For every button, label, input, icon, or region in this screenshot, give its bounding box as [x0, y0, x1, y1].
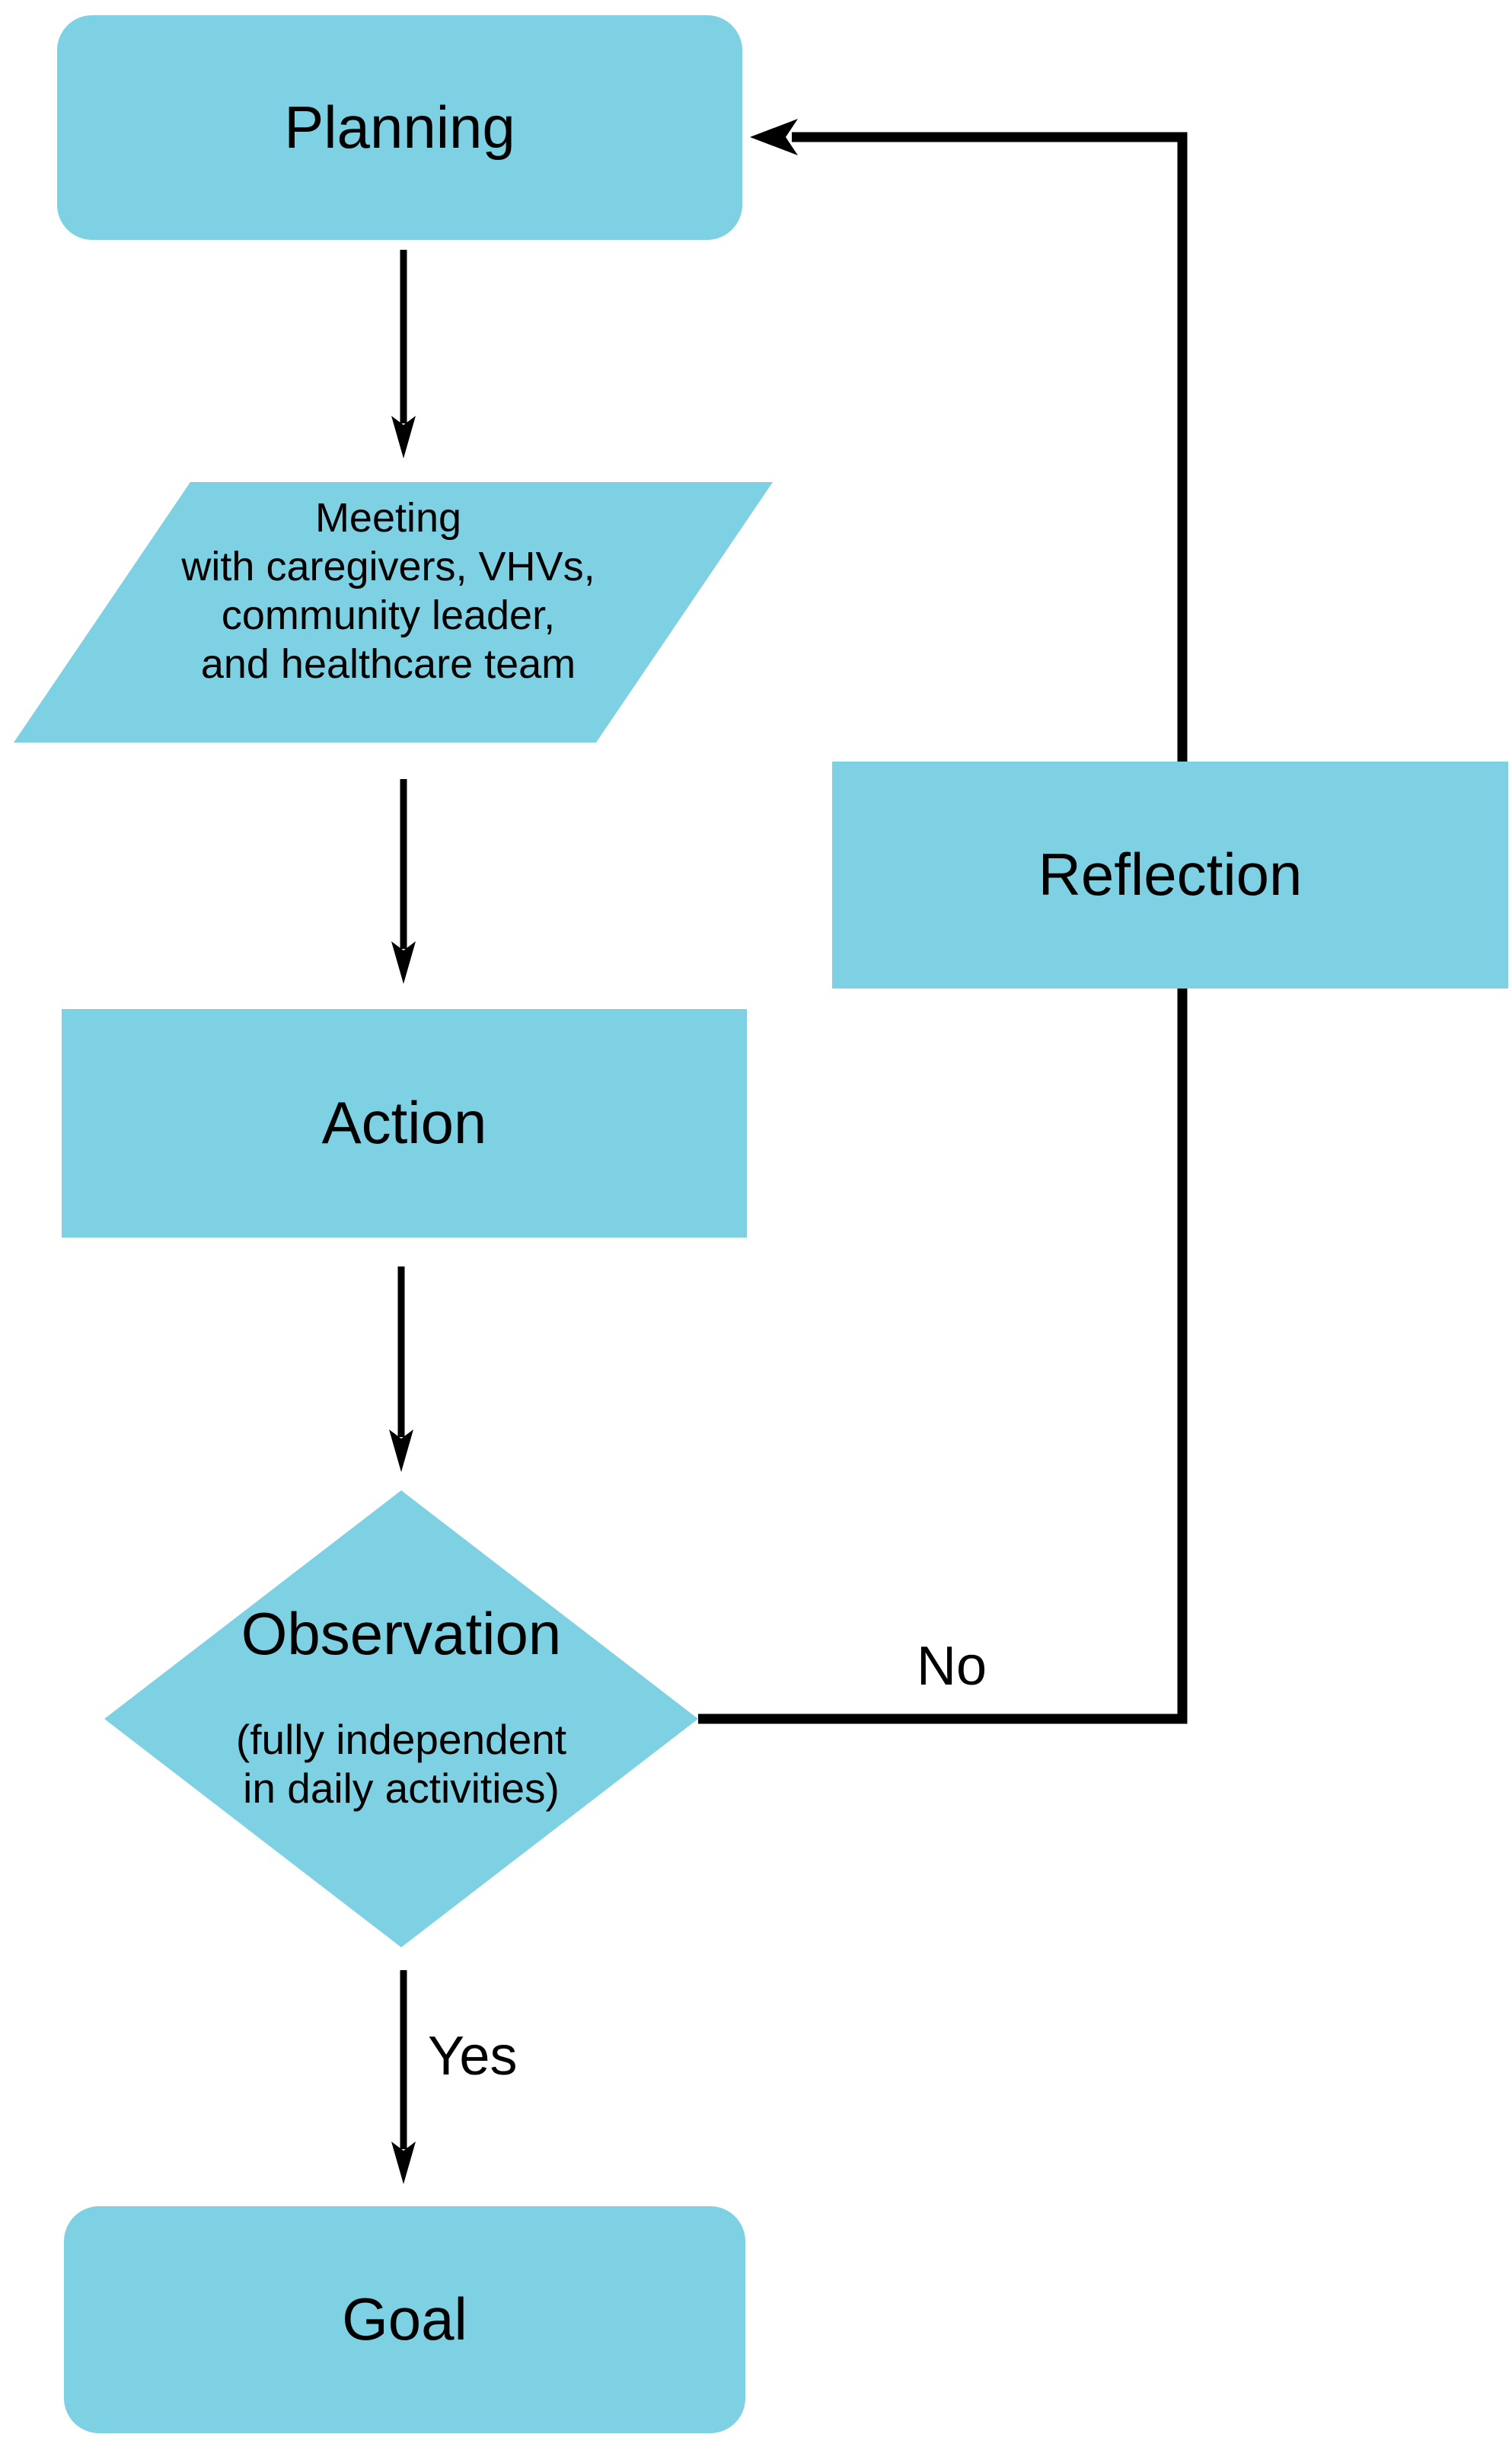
meeting-line-4: and healthcare team: [200, 641, 576, 687]
observation-diamond-shape: [104, 1490, 698, 1947]
reflection-node: Reflection: [832, 762, 1508, 989]
observation-subline-2: in daily activities): [243, 1765, 560, 1812]
meeting-node-text: Meeting with caregivers, VHVs, community…: [15, 493, 761, 688]
meeting-line-2: with caregivers, VHVs,: [181, 544, 595, 589]
edge-action-observation-arrowhead: [389, 1429, 413, 1472]
goal-node: Goal: [64, 2206, 745, 2433]
action-node: Action: [62, 1009, 747, 1238]
reflection-label: Reflection: [1038, 841, 1303, 909]
observation-subtitle: (fully independent in daily activities): [104, 1715, 698, 1813]
meeting-parallelogram-shape: [14, 482, 773, 743]
meeting-line-3: community leader,: [221, 592, 556, 638]
no-edge-label: No: [916, 1636, 987, 1697]
planning-label: Planning: [284, 93, 515, 161]
edge-no-arrowhead: [750, 119, 798, 155]
edge-yes-arrowhead: [391, 2142, 416, 2184]
goal-label: Goal: [342, 2285, 467, 2353]
edge-planning-meeting-arrowhead: [391, 416, 416, 458]
action-label: Action: [321, 1089, 487, 1157]
meeting-line-1: Meeting: [314, 495, 462, 541]
yes-edge-label: Yes: [428, 2026, 518, 2087]
observation-subline-1: (fully independent: [235, 1716, 567, 1763]
observation-title: Observation: [241, 1600, 562, 1667]
planning-node: Planning: [57, 15, 742, 240]
edge-meeting-action-arrowhead: [391, 941, 416, 984]
